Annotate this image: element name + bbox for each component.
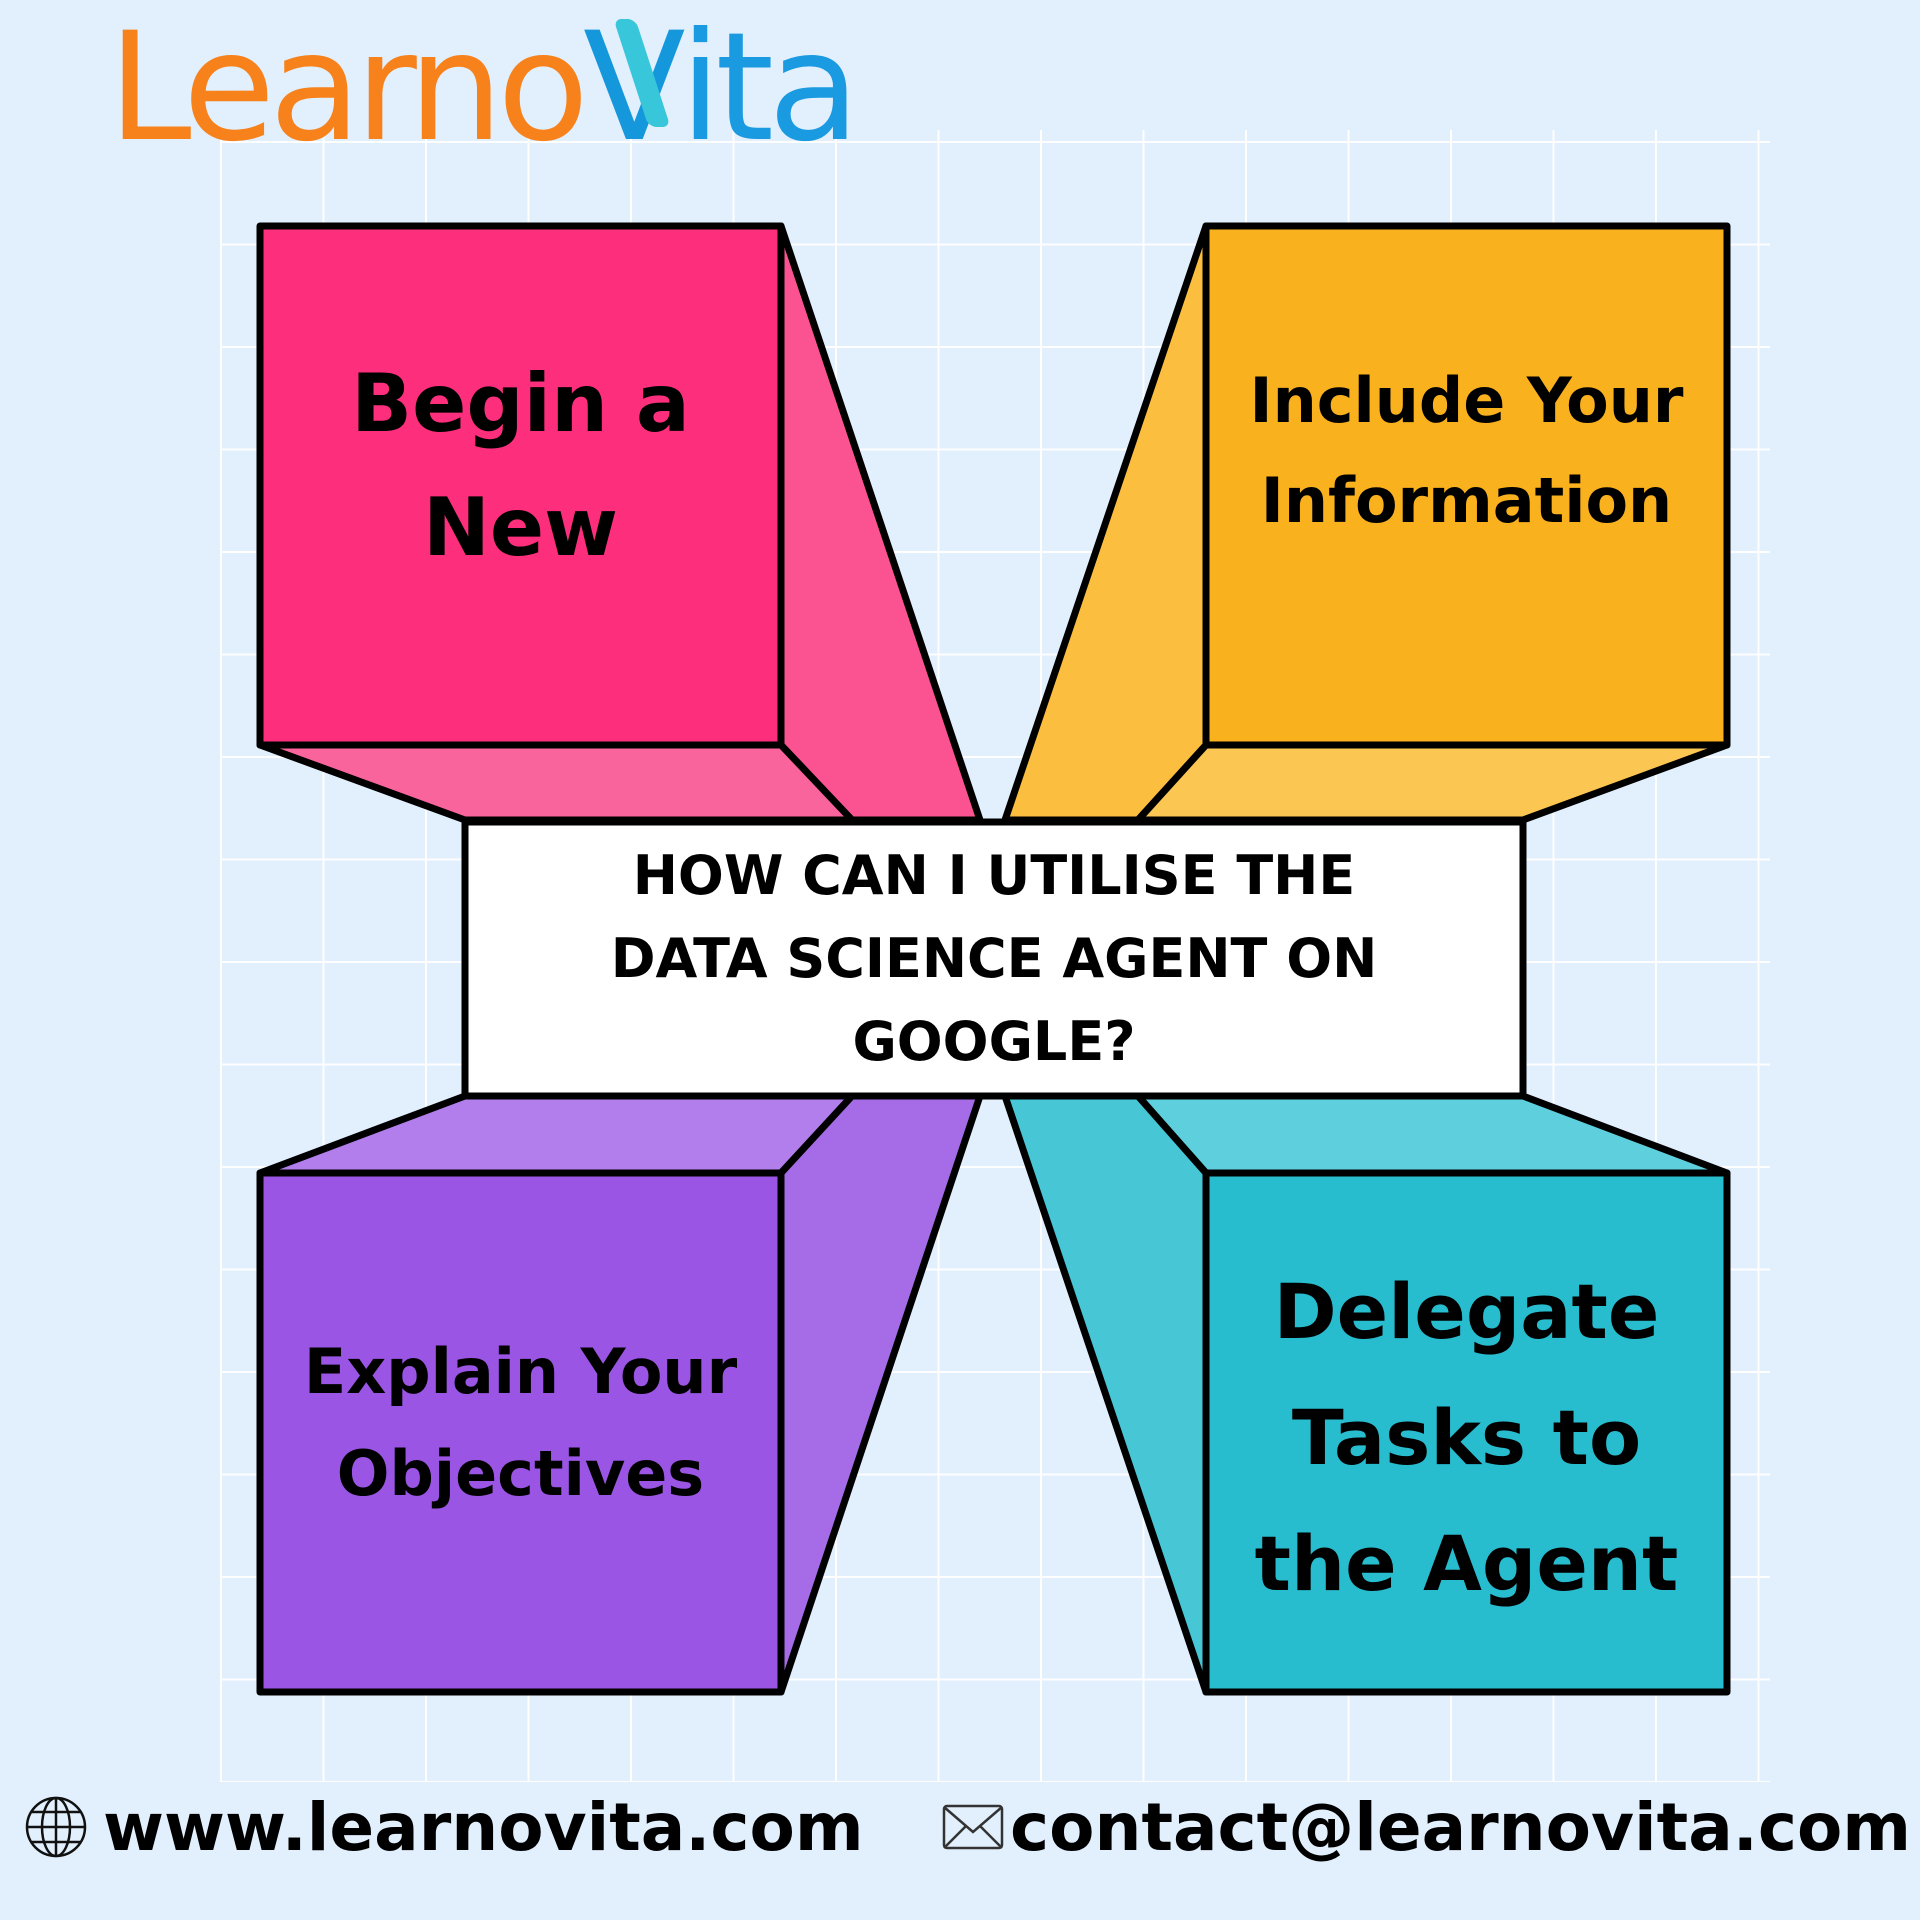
box-explain-objectives-front xyxy=(256,1169,785,1696)
label-delegate-tasks-line-3: the Agent xyxy=(1254,1518,1679,1608)
label-begin-new: Begin a New xyxy=(264,230,777,741)
label-explain-objectives: Explain Your Objectives xyxy=(264,1177,777,1688)
box-explain-objectives-top xyxy=(256,1092,856,1177)
logo-text-learno: Learno xyxy=(108,1,589,175)
label-delegate-tasks-line-1: Delegate xyxy=(1273,1266,1660,1356)
label-include-info-line-1: Include Your xyxy=(1249,363,1684,437)
learnovita-logo: LearnoVita xyxy=(108,13,860,163)
email-link[interactable]: contact@learnovita.com xyxy=(1010,1788,1912,1866)
label-include-info: Include Your Information xyxy=(1210,230,1723,741)
logo-text-v: V xyxy=(583,1,686,175)
box-delegate-tasks-side xyxy=(1001,1092,1210,1696)
label-explain-objectives-line-2: Objectives xyxy=(336,1436,705,1510)
label-begin-new-line-2: New xyxy=(422,480,619,574)
label-delegate-tasks-line-2: Tasks to xyxy=(1291,1392,1642,1482)
label-include-info-line-2: Information xyxy=(1260,463,1673,537)
box-include-info-bottom xyxy=(1134,741,1731,824)
center-question-line-2: DATA SCIENCE AGENT ON xyxy=(610,926,1378,990)
center-question-line-1: HOW CAN I UTILISE THE xyxy=(632,843,1356,907)
box-explain-objectives-side xyxy=(777,1092,984,1696)
center-question-line-3: GOOGLE? xyxy=(852,1009,1136,1073)
globe-icon xyxy=(25,1796,87,1858)
logo-text-ita: ita xyxy=(679,1,860,175)
center-title-box xyxy=(461,818,1527,1100)
box-begin-new-front xyxy=(256,222,785,749)
box-begin-new-bottom xyxy=(256,741,856,824)
box-delegate-tasks-front xyxy=(1202,1169,1731,1696)
label-explain-objectives-line-1: Explain Your xyxy=(303,1334,738,1408)
center-question: HOW CAN I UTILISE THE DATA SCIENCE AGENT… xyxy=(470,826,1518,1090)
box-include-info-side xyxy=(1001,222,1210,824)
website-link[interactable]: www.learnovita.com xyxy=(103,1788,864,1866)
box-delegate-tasks-top xyxy=(1134,1092,1731,1177)
box-begin-new-side xyxy=(777,222,984,824)
footer-email[interactable]: contact@learnovita.com xyxy=(942,1782,1911,1872)
box-include-info-front xyxy=(1202,222,1731,749)
label-begin-new-line-1: Begin a xyxy=(351,356,690,450)
box-delegate-tasks xyxy=(1001,1092,1731,1696)
footer-website[interactable]: www.learnovita.com xyxy=(25,1782,864,1872)
box-explain-objectives xyxy=(256,1092,984,1696)
envelope-icon xyxy=(942,1804,1004,1850)
label-delegate-tasks: Delegate Tasks to the Agent xyxy=(1210,1177,1723,1688)
